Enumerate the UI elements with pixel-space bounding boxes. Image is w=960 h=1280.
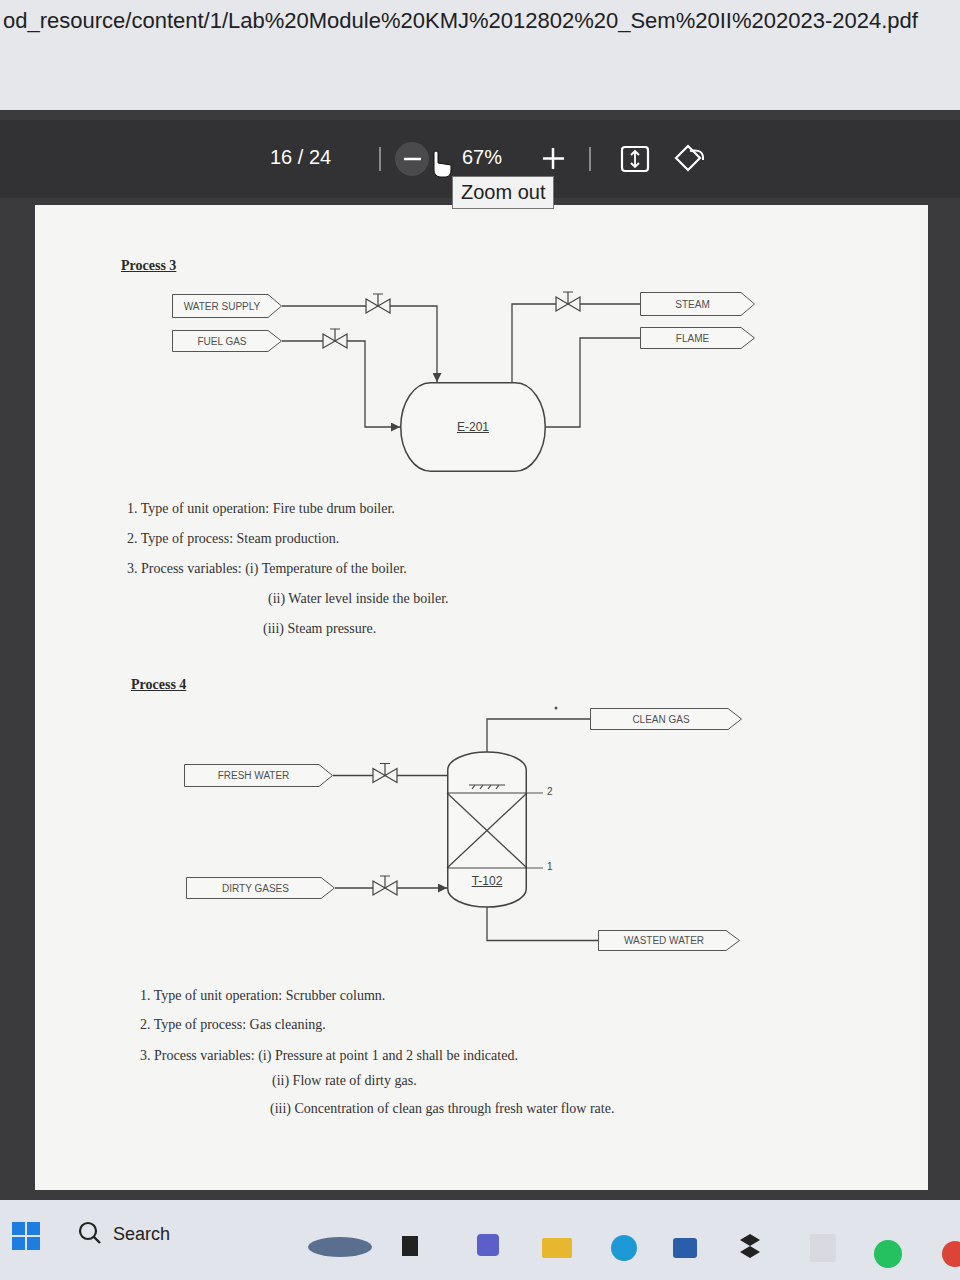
valve-stem [373,294,383,306]
toolbar-separator [379,147,381,171]
stream-tag: WATER SUPPLY [172,294,282,318]
stream-tag: CLEAN GAS [590,708,742,730]
text-label: 3. Process variables: (i) Temperature of… [127,561,407,577]
text-label: Search [113,1224,170,1245]
windows-logo [27,1222,40,1235]
process-line [512,304,640,382]
equipment-tag: E-201 [457,420,489,434]
text-label: (iii) Concentration of clean gas through… [270,1101,614,1117]
text-label: Process 3 [121,258,176,274]
stream-name: FLAME [676,333,709,344]
leader-line [527,868,543,869]
windows-logo [12,1237,25,1250]
taskview-icon [402,1236,418,1256]
cursor-hand [434,151,451,177]
fit-page-arrows [631,151,639,167]
text-label: Process 4 [131,677,186,693]
drum-outline [401,383,546,472]
scrubber-column: T-102 [447,752,527,907]
text-label: 1. Type of unit operation: Scrubber colu… [140,988,385,1004]
stream-tag: WASTED WATER [598,930,740,951]
text-label: 67% [462,146,502,169]
tag-outline [173,331,282,352]
stream-tag: FRESH WATER [184,764,333,787]
text-label: (ii) Water level inside the boiler. [268,591,449,607]
windows-logo [27,1237,40,1250]
process-line [487,719,590,752]
toolbar-separator [589,147,591,171]
chrome-icon [942,1241,960,1267]
text-label: od_resource/content/1/Lab%20Module%20KMJ… [3,8,918,34]
pdf-page [35,205,928,1190]
stream-tag: DIRTY GASES [186,877,335,899]
valve-stem [380,876,390,888]
rotate-arrow [690,150,703,160]
column-outline [448,752,527,907]
tag-outline [591,709,742,730]
hover-highlight [395,142,429,176]
tag-outline [185,765,333,787]
text-label: 2. Type of process: Steam production. [127,531,339,547]
stream-name: DIRTY GASES [222,883,289,894]
process-line [546,338,640,427]
stream-name: CLEAN GAS [632,714,689,725]
teams-icon [477,1234,499,1256]
folder-icon [542,1238,572,1258]
tag-outline [641,293,755,316]
stream-name: FRESH WATER [218,770,290,781]
dropbox-icon [740,1234,760,1258]
whatsapp-icon [874,1240,902,1268]
tag-outline [641,328,755,349]
stream-name: WATER SUPPLY [184,301,261,312]
windows-logo [12,1222,25,1235]
leader-line [527,793,543,794]
process-line [282,306,437,382]
stream-tag: STEAM [640,292,755,316]
text-label: 1 [547,861,553,872]
stream-name: WASTED WATER [624,935,704,946]
fit-page-icon [622,147,648,171]
text-label: 1. Type of unit operation: Fire tube dru… [127,501,395,517]
process-line [487,907,598,941]
spray-distributor [469,785,505,789]
valve-stem [563,292,573,304]
text-label: 2 [547,786,553,797]
text-label: 3. Process variables: (i) Pressure at po… [140,1048,518,1064]
edge-icon [611,1235,637,1261]
text-label: 2. Type of process: Gas cleaning. [140,1017,326,1033]
tag-outline [599,931,740,951]
tag-outline [173,295,282,318]
amazon-icon [810,1234,836,1262]
store-icon [673,1238,697,1258]
process-line [282,341,400,427]
packing-bed [447,793,527,868]
equipment-tag: T-102 [472,874,503,888]
stream-name: FUEL GAS [197,336,246,347]
widget-icon [308,1237,372,1257]
text-label: (iii) Steam pressure. [263,621,376,637]
stream-tag: FUEL GAS [172,330,282,352]
boiler-drum: E-201 [400,382,546,472]
stream-name: STEAM [675,299,709,310]
zoom-out-icon [404,158,421,161]
text-label: 16 / 24 [270,146,331,169]
zoom-in-icon [543,148,564,169]
valve-stem [380,764,390,776]
text-label: (ii) Flow rate of dirty gas. [272,1073,417,1089]
valve-stem [330,329,340,341]
tooltip-text: Zoom out [452,176,554,209]
tag-outline [187,878,335,899]
search-icon [94,1237,100,1243]
search-icon [80,1223,96,1239]
stream-tag: FLAME [640,327,755,349]
line-dot [555,707,558,710]
